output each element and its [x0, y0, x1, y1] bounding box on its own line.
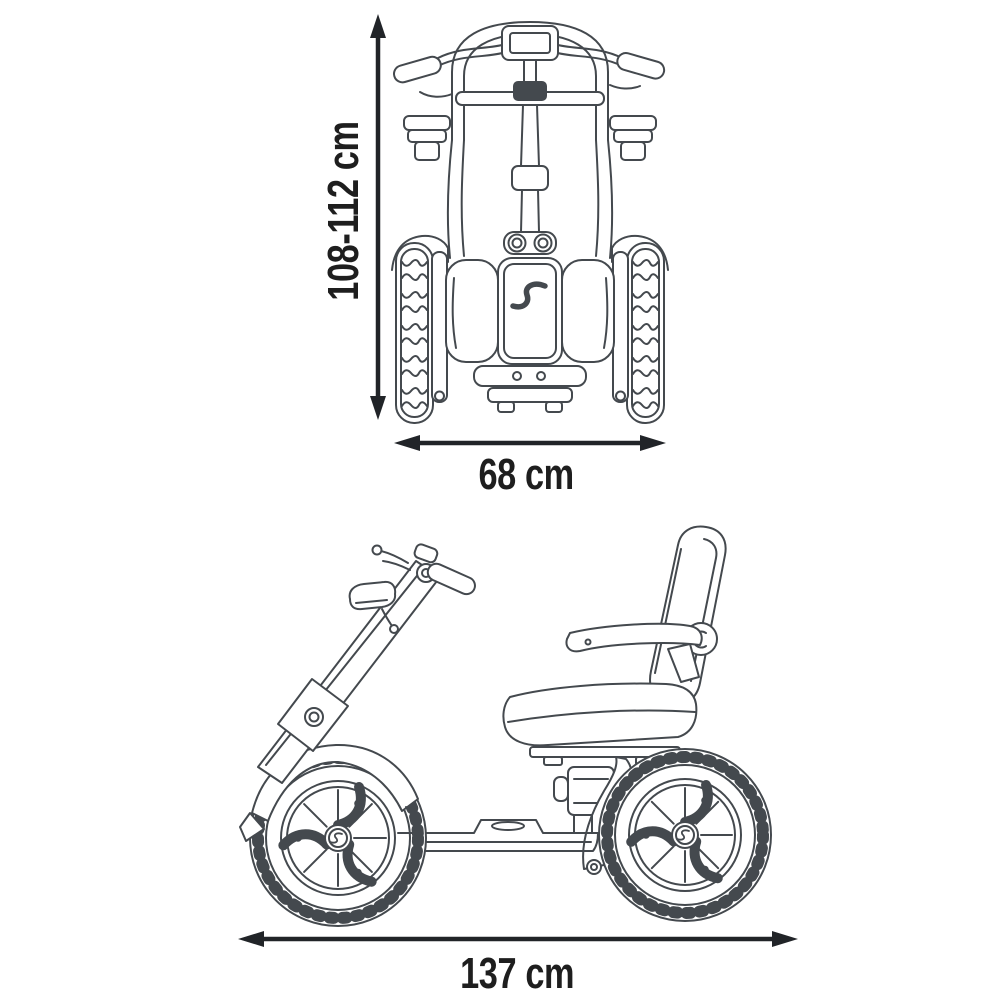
front-view-handlebars: [393, 25, 666, 101]
arrowhead-right-icon: [640, 435, 666, 451]
width-dimension-value: 68 cm: [478, 450, 574, 499]
length-dimension-value: 137 cm: [459, 949, 575, 998]
headlights: [507, 233, 553, 253]
side-view-tiller: [257, 543, 476, 784]
side-view-rear-wheel: [598, 748, 772, 922]
height-dimension-label: 108-112 cm: [319, 81, 368, 341]
arrowhead-down-icon: [370, 396, 386, 420]
scooter-front-view-drawing: [391, 21, 669, 424]
arrowhead-left-icon: [238, 931, 264, 947]
front-view-right-tire: [626, 242, 665, 424]
arrowhead-right-icon: [772, 931, 798, 947]
rearview-mirror: [348, 580, 397, 611]
front-view-left-tire: [395, 242, 434, 424]
height-dimension-arrow: [370, 14, 386, 420]
seat-cushion: [502, 682, 698, 747]
height-dimension-value: 108-112 cm: [319, 121, 368, 301]
scooter-side-view-drawing: [239, 525, 772, 927]
seat-armrest: [565, 622, 703, 653]
width-dimension-arrow: [394, 435, 666, 451]
brand-logo-icon: [510, 281, 548, 310]
length-dimension-arrow: [238, 931, 798, 947]
arrowhead-left-icon: [394, 435, 420, 451]
width-dimension-label: 68 cm: [426, 450, 626, 499]
front-view-armrests: [403, 115, 657, 161]
side-view-front-wheel: [249, 749, 427, 927]
arrowhead-up-icon: [370, 14, 386, 38]
handlebar-grip: [426, 562, 476, 596]
side-view-seat: [502, 525, 727, 747]
length-dimension-label: 137 cm: [417, 949, 617, 998]
